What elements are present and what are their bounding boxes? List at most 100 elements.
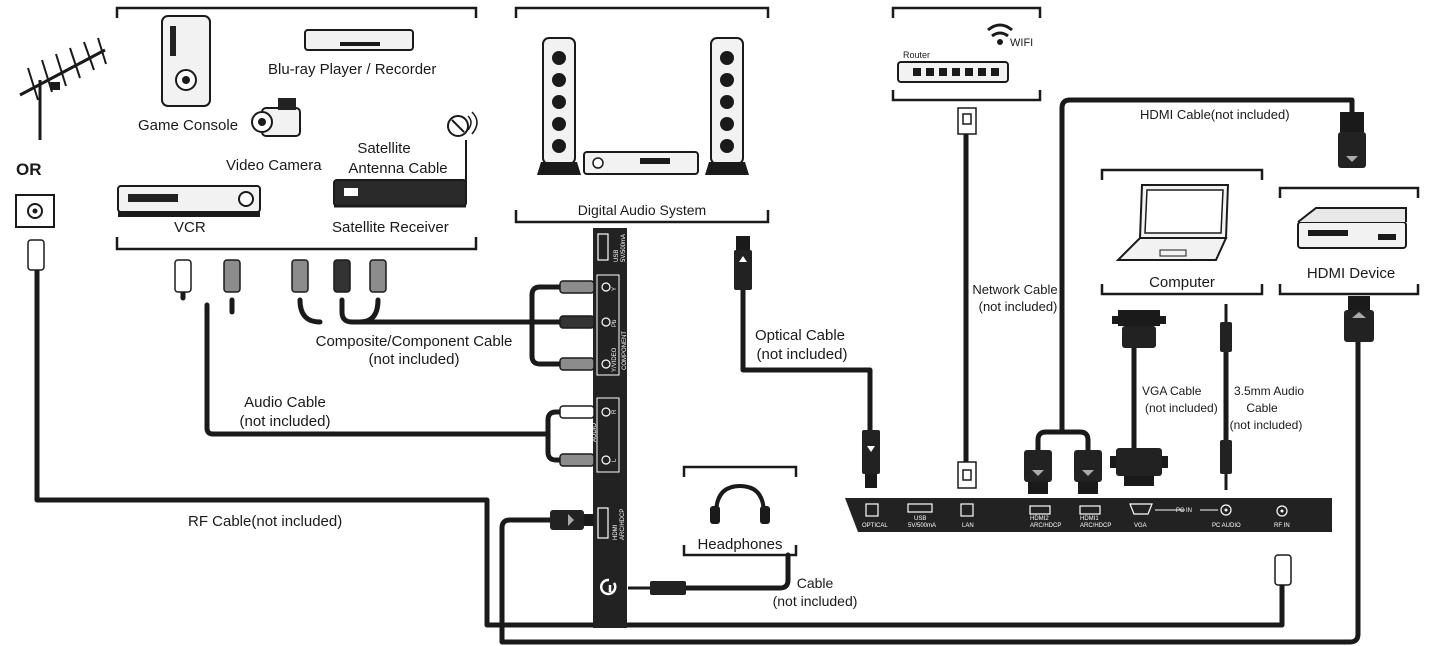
side-audio-label: AUDIO — [592, 423, 598, 442]
svg-text:5V/500mA: 5V/500mA — [908, 523, 936, 529]
speaker-right-icon — [705, 37, 749, 175]
source-devices-bracket-bottom — [115, 237, 478, 251]
side-audio-l-port: L — [601, 455, 618, 465]
bottom-lan-port: LAN — [960, 503, 974, 529]
audio35-plug-top — [1220, 304, 1232, 352]
side-audio-group — [596, 397, 620, 473]
svg-text:HDMI: HDMI — [613, 524, 619, 540]
rca-plug-component-1 — [291, 259, 309, 293]
side-component-pb-port: Pb — [601, 317, 618, 327]
hdmi-device-bracket-bottom — [1278, 284, 1420, 296]
tv-bottom-panel — [845, 498, 1332, 532]
headphone-cable — [683, 552, 791, 591]
game-console-label: Game Console — [138, 117, 238, 134]
hdmi-plug-device — [1344, 296, 1374, 342]
component-cable-c2 — [297, 297, 323, 325]
hdmi-cable-label: HDMI Cable(not included) — [1140, 107, 1290, 122]
side-component-label: COMPONENT — [622, 331, 628, 370]
rf-plug-right — [1274, 554, 1292, 586]
headphone-cable-label-1: Cable — [797, 575, 834, 591]
audio35-label-3: (not included) — [1230, 418, 1303, 432]
svg-text:Pb: Pb — [612, 319, 618, 327]
side-component-y-port: Y — [601, 282, 618, 292]
wifi-icon — [987, 23, 1013, 45]
network-cable-label-1: Network Cable — [972, 282, 1057, 297]
vga-plug-top — [1112, 310, 1166, 348]
audio-cable-split — [545, 409, 568, 463]
rca-plug-side-pb — [559, 315, 595, 329]
rca-plug-component-3 — [369, 259, 387, 293]
vcr-icon — [117, 185, 261, 217]
optical-cable — [740, 287, 873, 433]
hdmi2-split — [1035, 429, 1091, 453]
hdmi2-plug-bottom — [1024, 450, 1052, 494]
svg-text:PC IN: PC IN — [1176, 508, 1192, 514]
audio-cable-label-2: (not included) — [240, 413, 331, 430]
lan-plug-top — [957, 107, 977, 135]
svg-text:ARC/HDCP: ARC/HDCP — [1030, 523, 1061, 529]
rca-plug-side-audio-r — [559, 405, 595, 419]
satellite-cable-label-2: Antenna Cable — [348, 160, 447, 177]
wall-outlet-icon — [15, 194, 55, 228]
optical-plug-top — [734, 236, 752, 290]
audio35-plug-bottom — [1220, 440, 1232, 490]
bottom-usb-port: USB 5V/500mA — [907, 503, 936, 529]
bottom-rf-in-port: RF IN — [1274, 505, 1290, 529]
side-headphone-jack-icon — [600, 578, 617, 596]
satellite-receiver-label: Satellite Receiver — [332, 219, 449, 236]
bottom-pc-audio-port: PC AUDIO — [1212, 504, 1241, 529]
speaker-left-icon — [537, 37, 581, 175]
audio-cable — [204, 302, 551, 437]
svg-text:USB: USB — [614, 250, 620, 262]
composite-cable-label-1: Composite/Component Cable — [316, 333, 513, 350]
hdmi1-plug-bottom — [1074, 450, 1102, 494]
computer-bracket-top — [1100, 168, 1264, 180]
video-camera-label: Video Camera — [226, 157, 322, 174]
svg-text:HDMI2: HDMI2 — [1030, 516, 1049, 522]
rca-plug-vcr-white — [174, 259, 192, 293]
hdmi-device-bracket-top — [1278, 186, 1420, 198]
rca-plug-component-2 — [333, 259, 351, 293]
bottom-hdmi2-port: HDMI2 ARC/HDCP — [1029, 505, 1061, 529]
hdmi-plug-top — [1338, 112, 1366, 168]
component-cable — [339, 297, 563, 325]
svg-text:HDMI1: HDMI1 — [1080, 516, 1099, 522]
hdmi-plug-side — [550, 510, 594, 530]
headphones-icon — [710, 483, 770, 524]
lan-plug-bottom — [957, 461, 977, 489]
bottom-vga-port: VGA — [1129, 503, 1153, 529]
satellite-dish-icon — [447, 111, 478, 185]
side-usb-port: USB 5V/500mA — [597, 233, 627, 262]
rca-plug-vcr-gray — [223, 259, 241, 293]
svg-text:L: L — [612, 458, 618, 462]
headphones-bracket-top — [682, 465, 798, 477]
audio-system-bracket-top — [514, 6, 770, 18]
network-cable-label-2: (not included) — [979, 299, 1058, 314]
optical-plug-bottom — [862, 430, 880, 488]
audio35-label-1: 3.5mm Audio — [1234, 384, 1304, 398]
rca-plug-side-y — [559, 280, 595, 294]
svg-text:ARC/HDCP: ARC/HDCP — [620, 509, 626, 540]
svg-text:Y/VIDEO: Y/VIDEO — [612, 347, 618, 372]
bottom-optical-port: OPTICAL — [862, 503, 888, 529]
headphones-bracket-bottom — [682, 545, 798, 557]
router-icon — [897, 61, 1009, 83]
vga-cable-label-2: (not included) — [1145, 401, 1218, 415]
digital-audio-label: Digital Audio System — [578, 202, 706, 218]
rf-cable — [34, 267, 1285, 628]
antenna-icon — [19, 37, 107, 140]
rf-cable-label: RF Cable(not included) — [188, 513, 342, 530]
audio-cable-label-1: Audio Cable — [244, 394, 326, 411]
video-camera-icon — [251, 98, 301, 137]
svg-text:R: R — [612, 409, 618, 414]
side-hdmi-port: HDMI ARC/HDCP — [597, 507, 626, 540]
optical-cable-label-1: Optical Cable — [755, 327, 845, 344]
composite-cable-label-2: (not included) — [369, 351, 460, 368]
rca-plug-side-yvideo — [559, 357, 595, 371]
bluray-label: Blu-ray Player / Recorder — [268, 61, 436, 78]
side-component-yvideo-port: Y/VIDEO — [601, 347, 618, 372]
svg-text:ARC/HDCP: ARC/HDCP — [1080, 523, 1111, 529]
headphones-label: Headphones — [697, 536, 782, 553]
vcr-label: VCR — [174, 219, 206, 236]
